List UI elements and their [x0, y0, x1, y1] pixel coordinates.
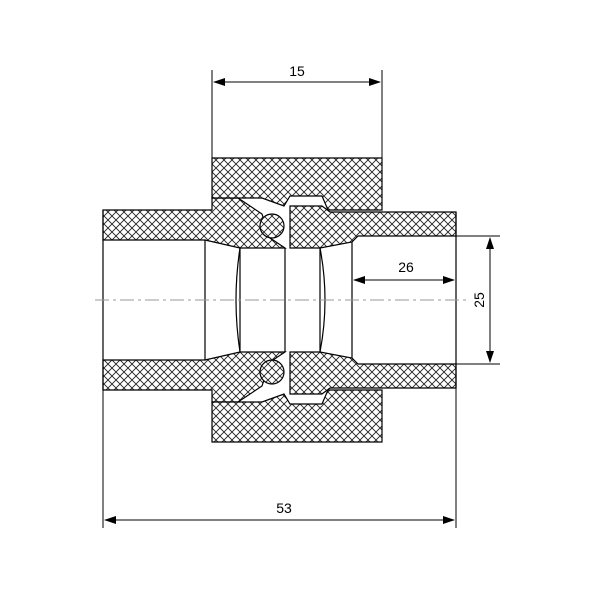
union-nut-upper [211, 157, 383, 211]
dimension-overall-length [102, 388, 457, 528]
right-tail-lower [289, 351, 457, 395]
dimension-diameter [456, 235, 500, 365]
lower-section [102, 351, 457, 443]
dimension-label-diameter: 25 [471, 292, 487, 308]
right-tail-upper [289, 205, 457, 249]
dimension-label-inner-length: 26 [398, 259, 414, 275]
union-nut-lower [211, 389, 383, 443]
o-rings [259, 213, 285, 385]
o-ring-lower [259, 359, 285, 385]
dimension-label-top-width: 15 [289, 63, 305, 79]
upper-section [102, 157, 457, 249]
o-ring-upper [259, 213, 285, 239]
left-body-upper [102, 197, 287, 249]
dimension-label-overall-length: 53 [276, 500, 292, 516]
dimension-top-width [211, 70, 383, 158]
left-body-lower [102, 351, 287, 403]
